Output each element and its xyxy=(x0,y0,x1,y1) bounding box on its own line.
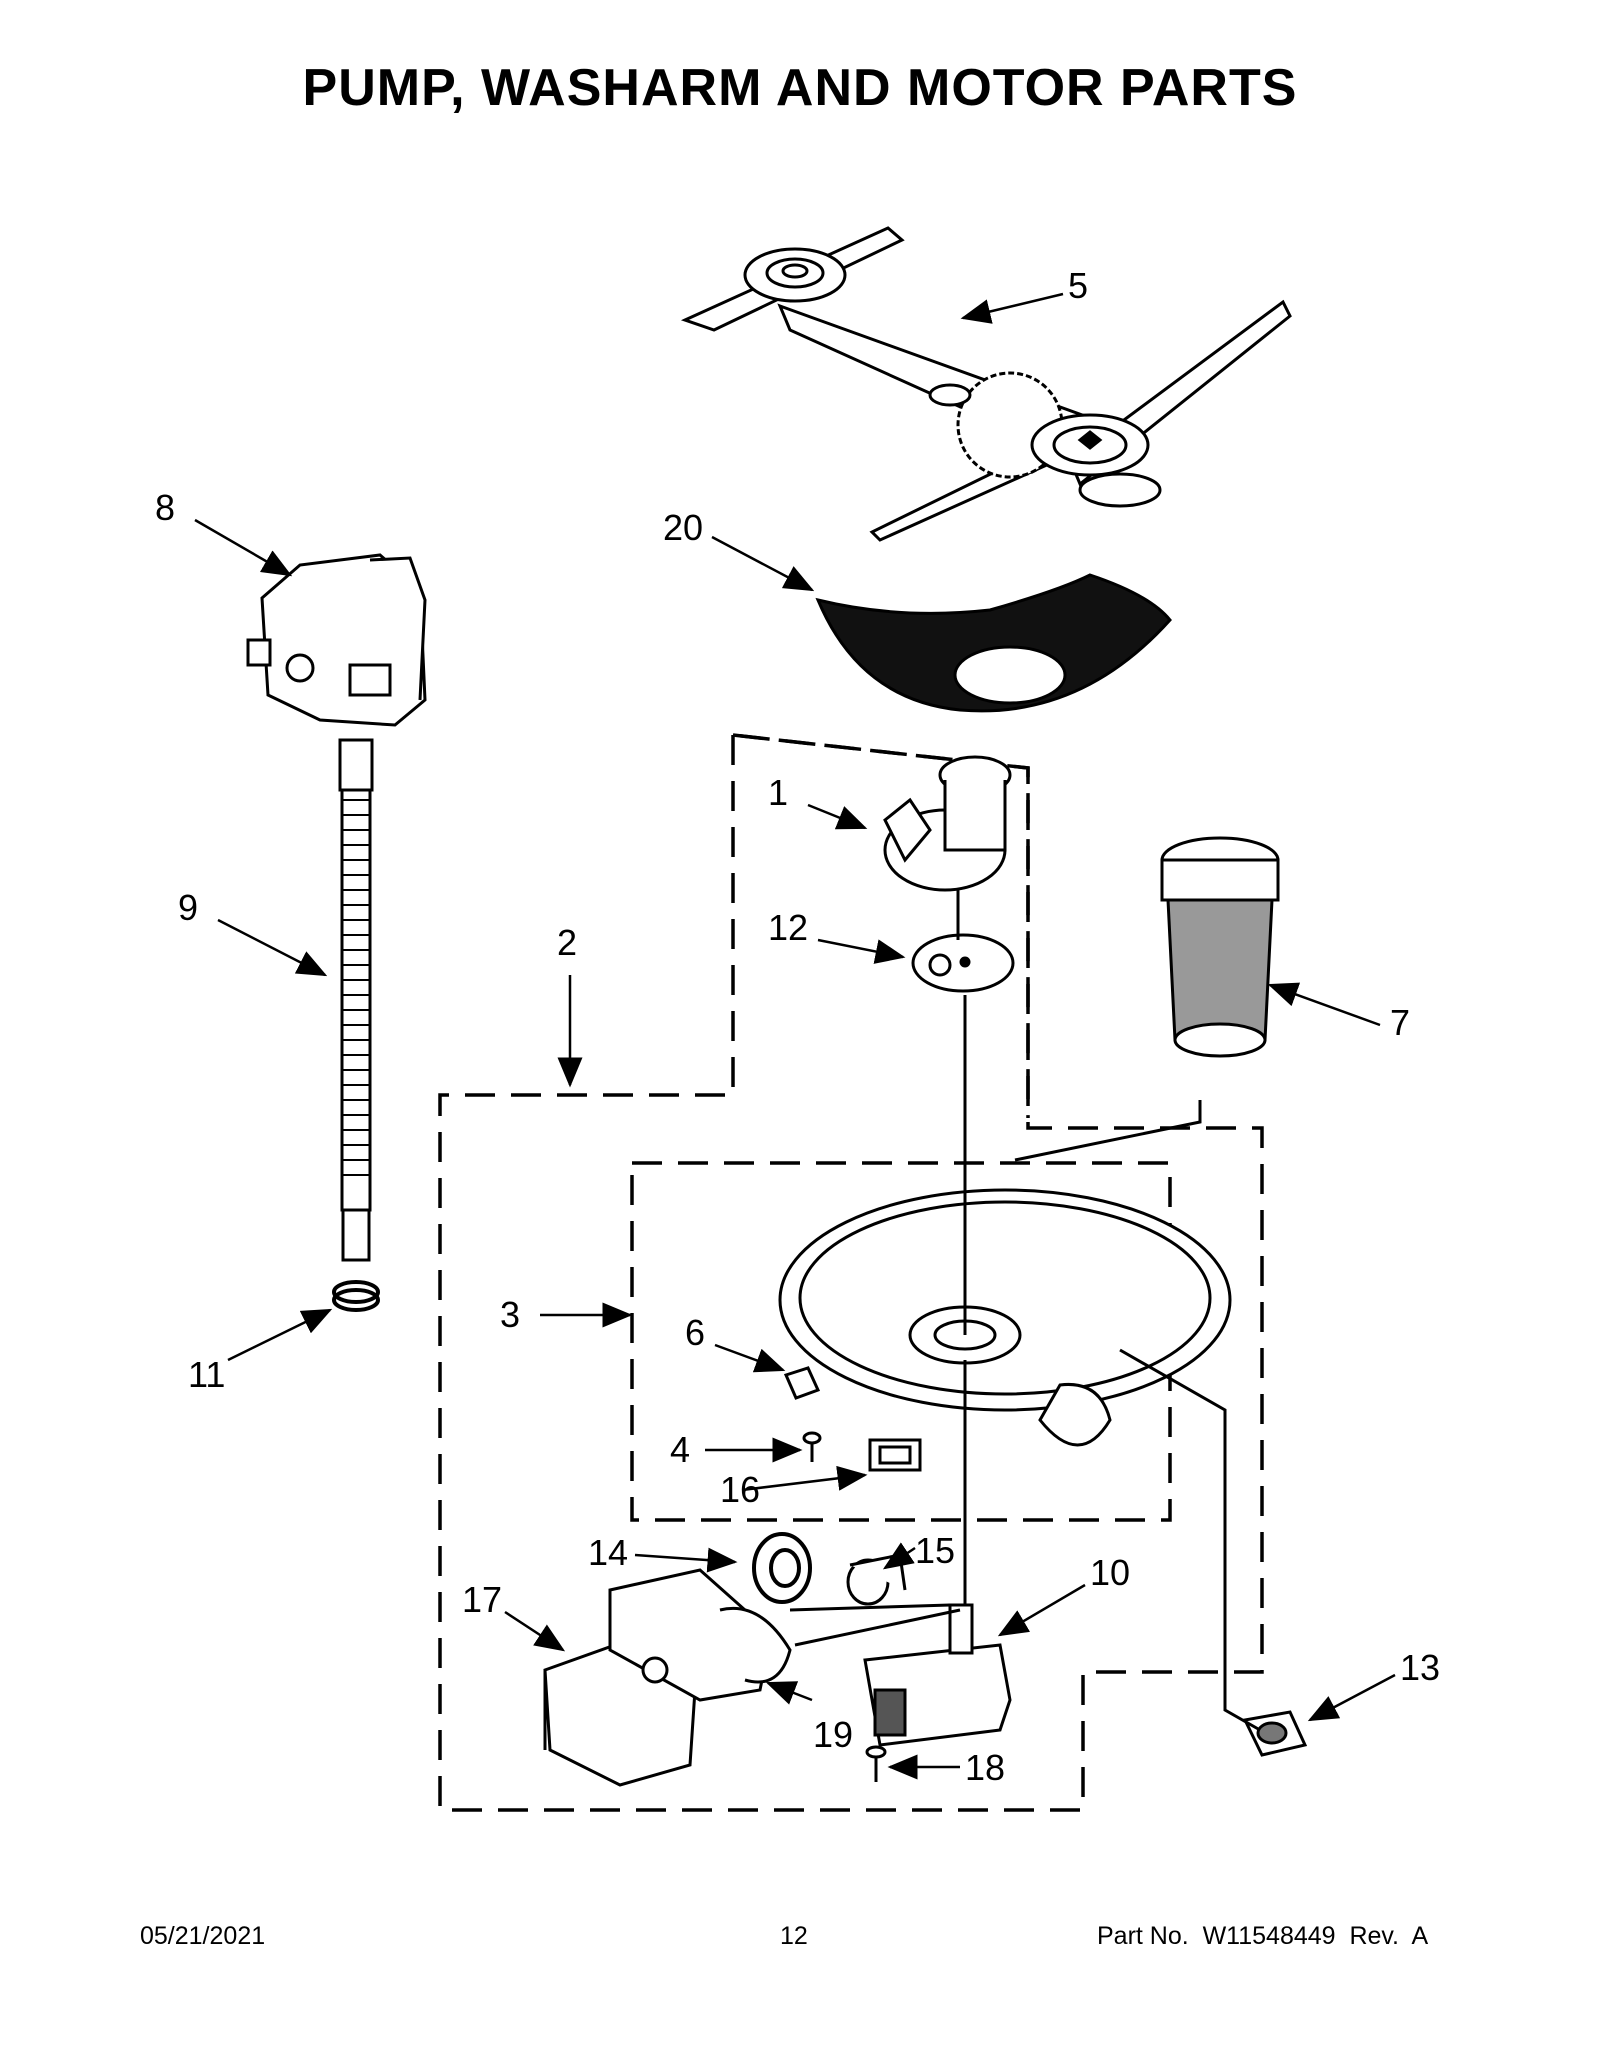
part-8-drain-pump xyxy=(246,553,427,727)
callout-1: 1 xyxy=(768,772,788,813)
footer-page-number: 12 xyxy=(780,1922,808,1950)
callout-10: 10 xyxy=(1090,1552,1130,1593)
callout-3: 3 xyxy=(500,1294,520,1335)
part-1-diverter xyxy=(883,755,1012,892)
callout-4: 4 xyxy=(670,1429,690,1470)
callout-6: 6 xyxy=(685,1312,705,1353)
callout-15: 15 xyxy=(915,1530,955,1571)
callout-18: 18 xyxy=(965,1747,1005,1788)
callout-20: 20 xyxy=(663,507,703,548)
callout-11: 11 xyxy=(188,1354,225,1395)
callout-arrows xyxy=(194,292,1396,1780)
callout-9: 9 xyxy=(178,887,198,928)
group-2-outline xyxy=(438,733,1264,1812)
callout-13: 13 xyxy=(1400,1647,1440,1688)
part-17-pump-motor xyxy=(543,1568,792,1787)
part-3-sump xyxy=(778,1188,1232,1447)
callout-5: 5 xyxy=(1068,265,1088,306)
callout-2: 2 xyxy=(557,922,577,963)
part-12-seal xyxy=(911,933,1015,993)
callout-16: 16 xyxy=(720,1469,760,1510)
callout-7: 7 xyxy=(1390,1002,1410,1043)
part-10-motor xyxy=(863,1603,1012,1747)
footer-part-info: Part No. W11548449 Rev. A xyxy=(1097,1922,1429,1950)
connector-lines xyxy=(789,890,1261,1732)
callout-17: 17 xyxy=(462,1579,502,1620)
callout-19: 19 xyxy=(813,1714,853,1755)
part-18-screw xyxy=(865,1745,887,1782)
part-15-clamp xyxy=(846,1553,907,1606)
part-13-sensor xyxy=(1242,1710,1308,1757)
callout-8: 8 xyxy=(155,487,175,528)
part-6-bracket xyxy=(783,1366,821,1400)
page-title: PUMP, WASHARM AND MOTOR PARTS xyxy=(302,59,1298,117)
part-9-hose xyxy=(338,738,374,1262)
footer-date: 05/21/2021 xyxy=(140,1922,266,1950)
part-20-deflector xyxy=(815,573,1172,713)
part-5-wash-arm xyxy=(680,226,1292,542)
group-1-12-outline xyxy=(732,733,1030,1118)
callout-12: 12 xyxy=(768,907,808,948)
part-11-clamp xyxy=(332,1280,380,1312)
part-7-filter xyxy=(1160,836,1280,1058)
part-14-ring xyxy=(752,1532,812,1604)
part-16-connector xyxy=(868,1438,922,1472)
callout-14: 14 xyxy=(588,1532,628,1573)
callout-labels: 5 20 8 9 1 12 2 7 11 3 6 4 16 14 15 17 1… xyxy=(155,265,1440,1788)
part-4-screw xyxy=(802,1431,822,1462)
